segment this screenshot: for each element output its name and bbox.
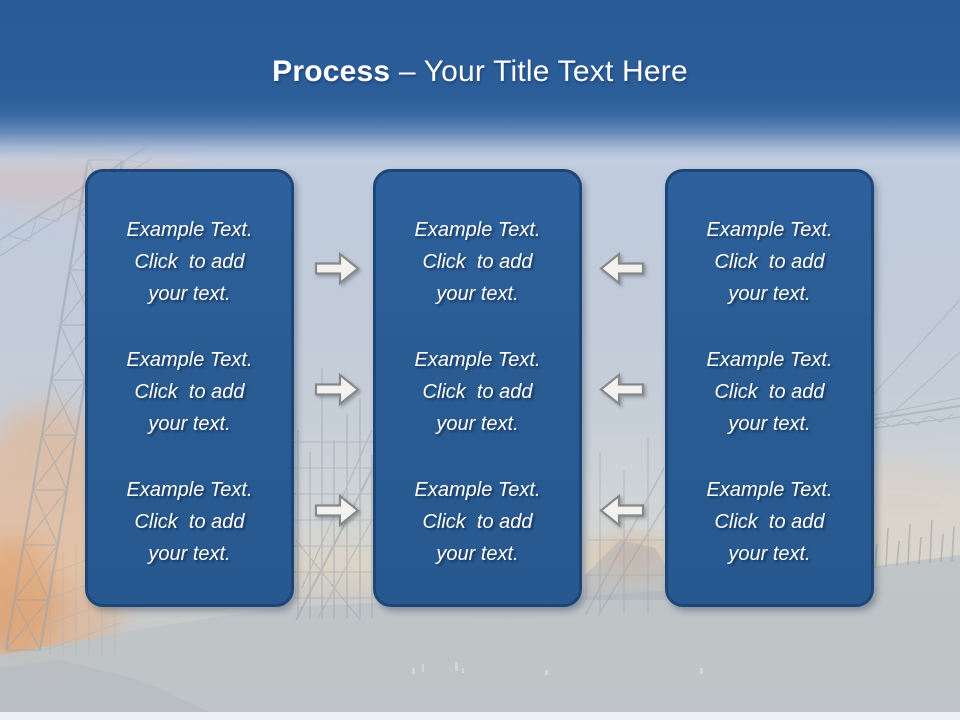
text-placeholder[interactable]: Example Text. Click to add your text. (98, 214, 281, 310)
title-emphasis: Process (272, 55, 391, 88)
text-line: Click to add (134, 381, 245, 403)
text-line: Click to add (422, 251, 533, 273)
text-line: your text. (728, 283, 811, 305)
text-placeholder[interactable]: Example Text. Click to add your text. (98, 344, 281, 440)
text-placeholder[interactable]: Example Text. Click to add your text. (386, 474, 569, 570)
text-line: Click to add (422, 381, 533, 403)
text-line: Click to add (134, 251, 245, 273)
text-line: your text. (436, 283, 519, 305)
text-line: your text. (436, 543, 519, 565)
text-line: your text. (728, 413, 811, 435)
text-line: Click to add (714, 251, 825, 273)
process-box-center[interactable]: Example Text. Click to add your text. Ex… (373, 169, 582, 607)
text-line: Example Text. (706, 479, 833, 501)
text-line: Example Text. (414, 219, 541, 241)
process-box-right[interactable]: Example Text. Click to add your text. Ex… (665, 169, 874, 607)
arrow-right-icon (314, 493, 360, 528)
text-line: Click to add (134, 511, 245, 533)
arrow-left-icon (599, 251, 645, 286)
arrow-left-icon (599, 493, 645, 528)
title-rest: – Your Title Text Here (398, 55, 688, 88)
arrow-left-icon (599, 372, 645, 407)
text-line: your text. (728, 543, 811, 565)
text-line: Example Text. (126, 219, 253, 241)
text-line: your text. (148, 543, 231, 565)
process-box-right-content: Example Text. Click to add your text. Ex… (668, 172, 871, 604)
text-line: Click to add (714, 511, 825, 533)
text-line: Click to add (714, 381, 825, 403)
slide-title[interactable]: Process – Your Title Text Here (0, 52, 960, 98)
process-box-left[interactable]: Example Text. Click to add your text. Ex… (85, 169, 294, 607)
text-line: Example Text. (706, 349, 833, 371)
text-line: Example Text. (126, 349, 253, 371)
text-line: Click to add (422, 511, 533, 533)
text-line: your text. (436, 413, 519, 435)
text-line: Example Text. (414, 479, 541, 501)
text-placeholder[interactable]: Example Text. Click to add your text. (678, 214, 861, 310)
arrow-right-icon (314, 372, 360, 407)
process-box-center-content: Example Text. Click to add your text. Ex… (376, 172, 579, 604)
text-line: Example Text. (414, 349, 541, 371)
text-line: Example Text. (706, 219, 833, 241)
process-box-left-content: Example Text. Click to add your text. Ex… (88, 172, 291, 604)
text-placeholder[interactable]: Example Text. Click to add your text. (678, 474, 861, 570)
text-line: Example Text. (126, 479, 253, 501)
text-placeholder[interactable]: Example Text. Click to add your text. (98, 474, 281, 570)
text-placeholder[interactable]: Example Text. Click to add your text. (678, 344, 861, 440)
text-line: your text. (148, 283, 231, 305)
text-line: your text. (148, 413, 231, 435)
text-placeholder[interactable]: Example Text. Click to add your text. (386, 214, 569, 310)
text-placeholder[interactable]: Example Text. Click to add your text. (386, 344, 569, 440)
arrow-right-icon (314, 251, 360, 286)
